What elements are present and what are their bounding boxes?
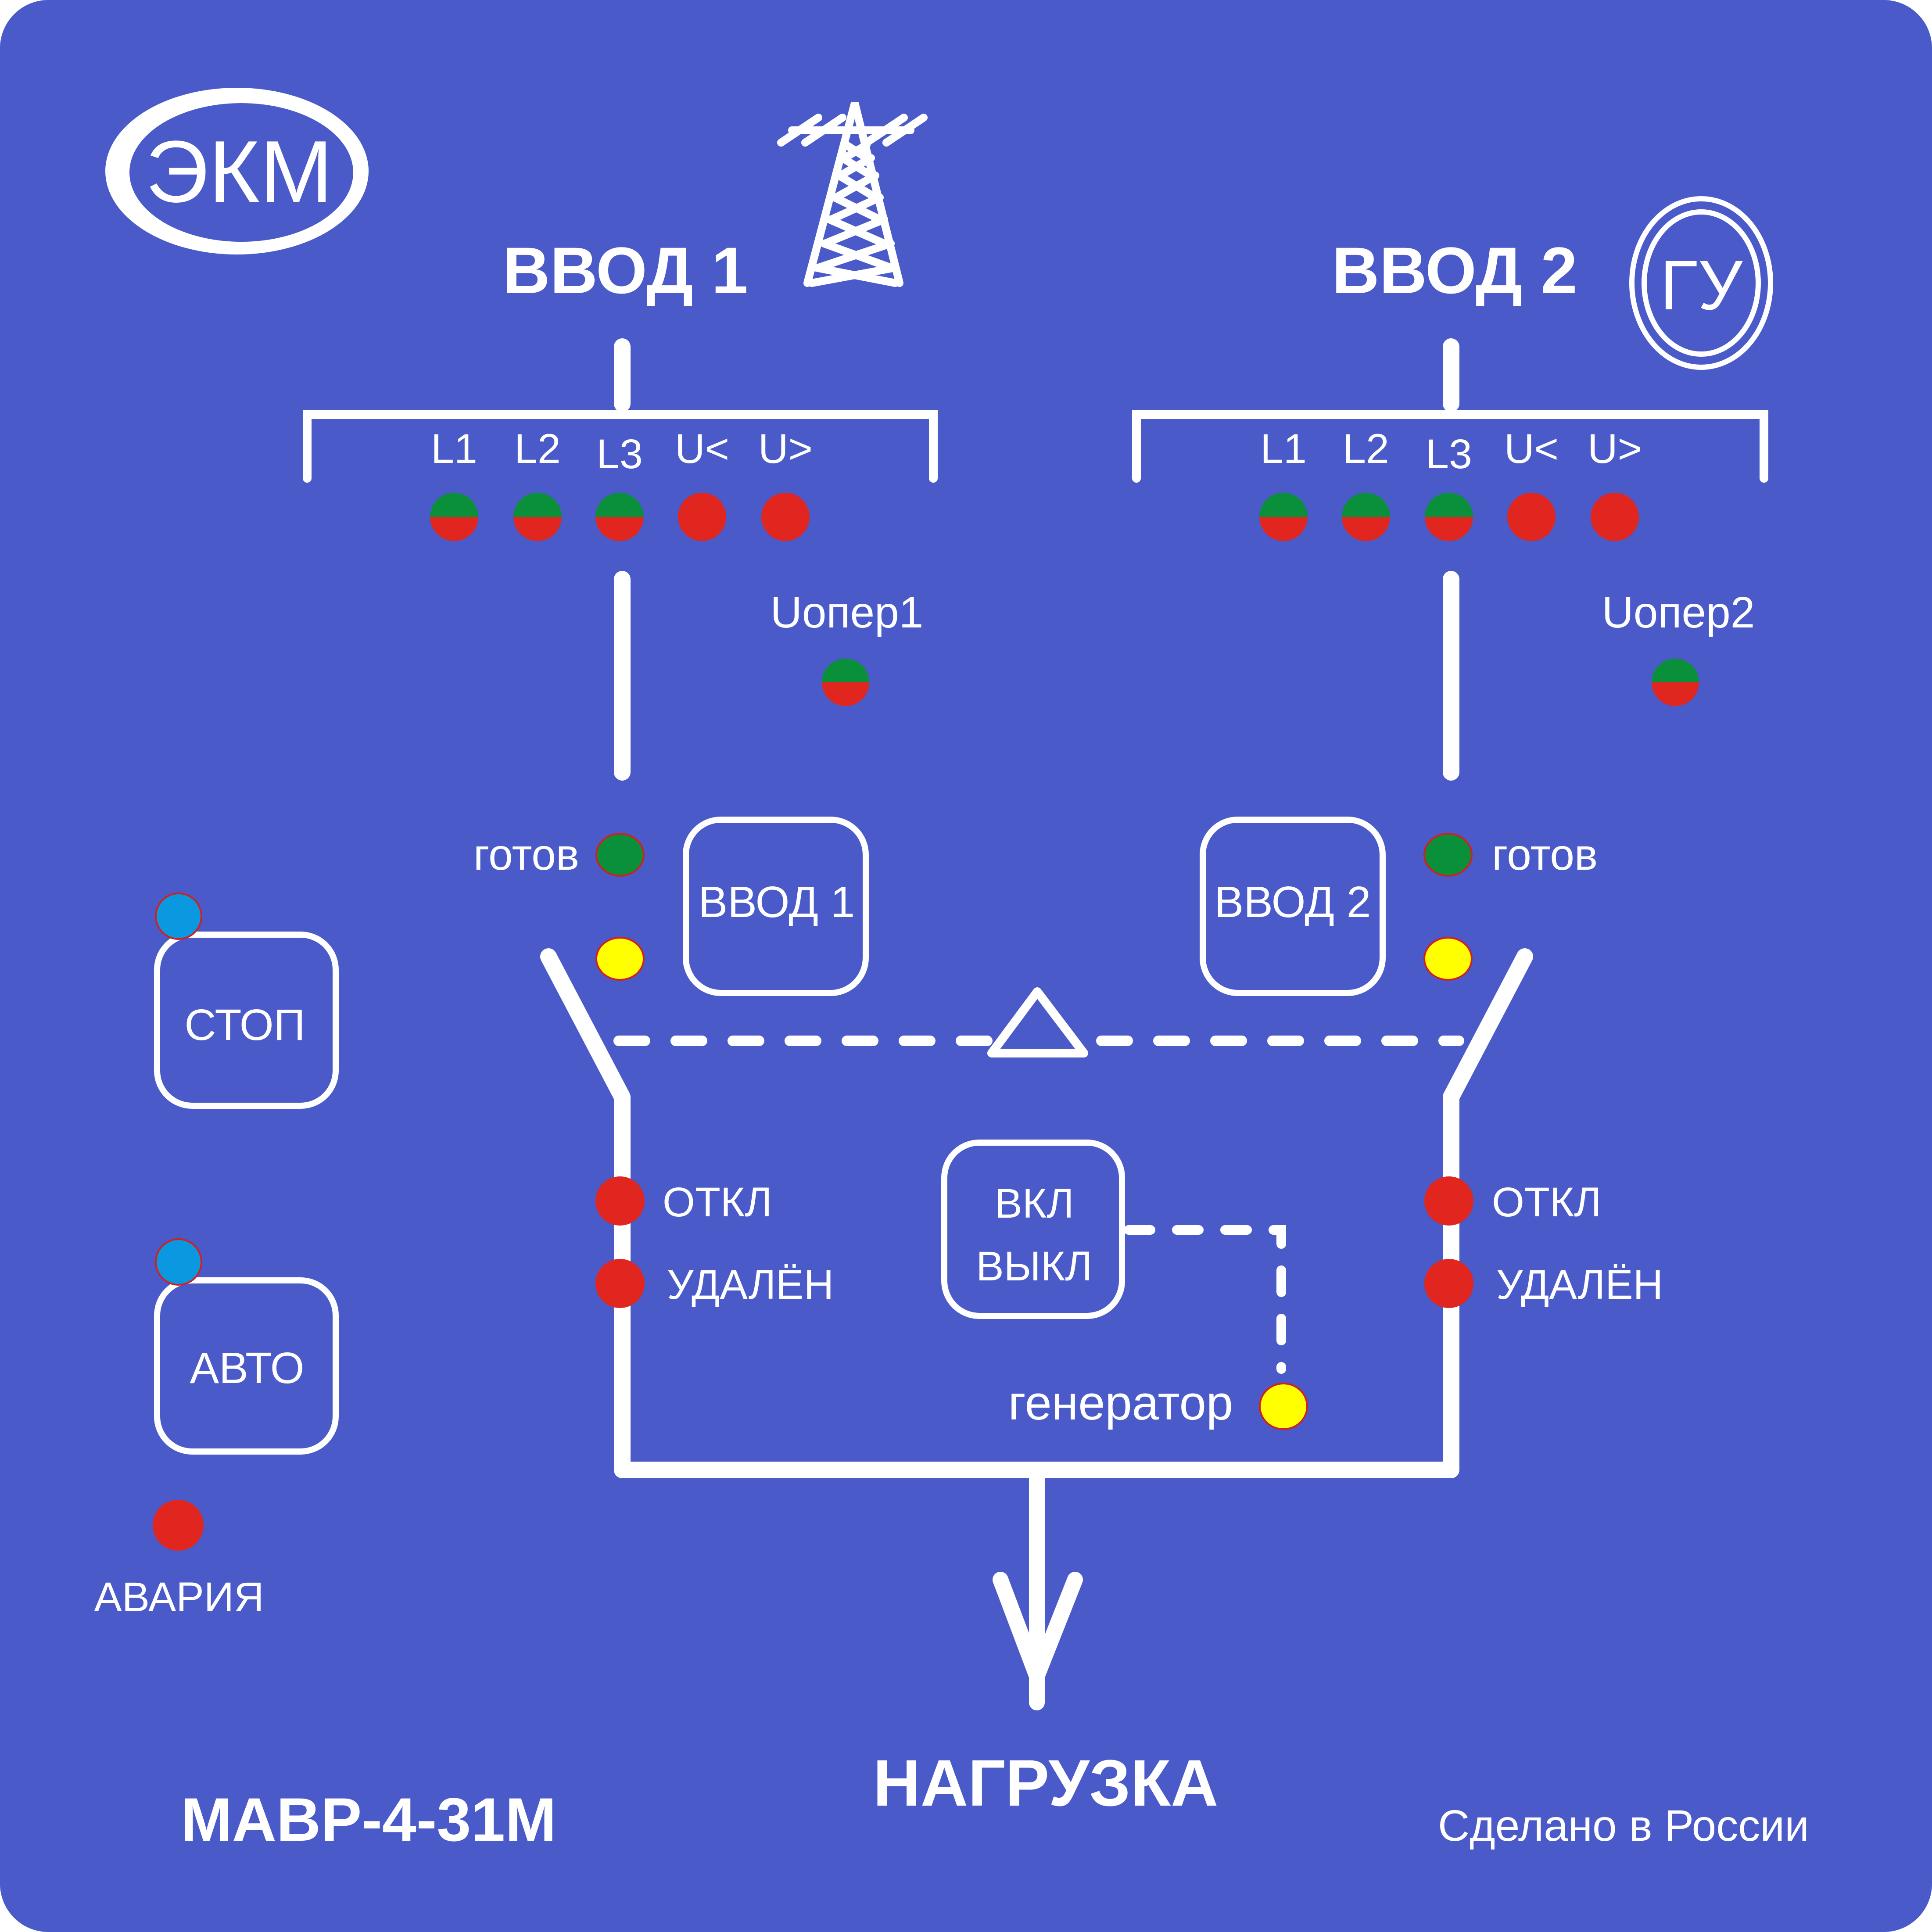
input2-switch-led bbox=[1423, 937, 1473, 981]
input1-phase-led-4 bbox=[678, 493, 726, 541]
input2-select-button[interactable]: ВВОД 2 bbox=[1200, 817, 1386, 996]
stop-button-label: СТОП bbox=[184, 1000, 305, 1050]
input2-ready-label: готов bbox=[1492, 830, 1598, 879]
phase-label-l1: L1 bbox=[431, 426, 477, 472]
input1-switch-led bbox=[595, 937, 645, 981]
auto-button-label: АВТО bbox=[190, 1344, 304, 1393]
generator-label: генератор bbox=[1008, 1376, 1233, 1430]
phase-label-l2: L2 bbox=[1343, 426, 1389, 472]
input1-phase-led-5 bbox=[761, 493, 810, 541]
uoper1-label: Uопер1 bbox=[771, 588, 924, 637]
input1-button-label: ВВОД 1 bbox=[699, 878, 855, 927]
input2-phase-led-4 bbox=[1507, 493, 1556, 541]
input1-bus-bracket bbox=[303, 338, 938, 483]
logo-text: ЭКМ bbox=[146, 123, 333, 221]
input1-removed-label: УДАЛЁН bbox=[667, 1262, 834, 1308]
input1-removed-led bbox=[595, 1259, 645, 1308]
input2-phase-led-3 bbox=[1425, 493, 1473, 541]
input2-phase-led-1 bbox=[1259, 493, 1308, 541]
input2-phase-led-5 bbox=[1591, 493, 1639, 541]
input2-phase-led-2 bbox=[1342, 493, 1390, 541]
generator-on-label: ВКЛ bbox=[994, 1180, 1074, 1227]
stop-led bbox=[155, 893, 202, 940]
phase-label-uover: U> bbox=[1588, 426, 1642, 472]
input1-off-led bbox=[595, 1176, 645, 1226]
uoper1-led-mark bbox=[822, 659, 869, 706]
auto-led bbox=[155, 1238, 202, 1286]
alarm-led bbox=[153, 1500, 204, 1551]
generator-onoff-button[interactable]: ВКЛ ВЫКЛ bbox=[941, 1140, 1125, 1319]
input1-phase-led-3 bbox=[595, 493, 644, 541]
interlock-delta-icon bbox=[987, 987, 1088, 1057]
input1-ready-led bbox=[595, 833, 645, 877]
generator-off-label: ВЫКЛ bbox=[976, 1243, 1092, 1290]
input1-phase-led-1 bbox=[430, 493, 478, 541]
stop-button[interactable]: СТОП bbox=[154, 932, 339, 1109]
input2-off-led bbox=[1424, 1176, 1473, 1226]
generator-control-dashed-line bbox=[1124, 1225, 1286, 1374]
phase-label-uunder: U< bbox=[675, 426, 729, 472]
model-label: МАВР-4-31М bbox=[181, 1785, 556, 1854]
input1-ready-label: готов bbox=[473, 830, 579, 879]
alarm-label: АВАРИЯ bbox=[94, 1574, 264, 1620]
phase-label-l2: L2 bbox=[514, 426, 561, 472]
uoper2-led bbox=[1652, 659, 1699, 706]
input1-title: ВВОД 1 bbox=[502, 233, 748, 307]
phase-label-l3: L3 bbox=[1426, 431, 1472, 477]
phase-label-uunder: U< bbox=[1504, 426, 1559, 472]
input2-phase-indicators: L1 L2 L3 U< U> bbox=[1259, 426, 1642, 541]
ekm-logo: ЭКМ bbox=[105, 88, 369, 254]
input1-phase-led-2 bbox=[513, 493, 562, 541]
uoper2-label: Uопер2 bbox=[1602, 588, 1755, 637]
generator-led bbox=[1259, 1383, 1308, 1430]
load-arrow-icon bbox=[993, 1462, 1083, 1710]
phase-label-uover: U> bbox=[758, 426, 813, 472]
input2-title: ВВОД 2 bbox=[1332, 233, 1577, 307]
load-label: НАГРУЗКА bbox=[873, 1746, 1219, 1820]
interlock-line bbox=[613, 987, 1464, 1057]
phase-label-l1: L1 bbox=[1260, 426, 1307, 472]
input2-removed-led bbox=[1424, 1259, 1473, 1308]
made-in-label: Сделано в России bbox=[1438, 1801, 1809, 1850]
input1-phase-indicators: L1 L2 L3 U< U> bbox=[430, 426, 813, 541]
input2-removed-label: УДАЛЁН bbox=[1496, 1262, 1663, 1308]
generator-icon-text: ГУ bbox=[1660, 246, 1743, 324]
power-tower-icon bbox=[777, 102, 928, 287]
uoper1-led bbox=[822, 659, 869, 706]
input2-off-label: ОТКЛ bbox=[1492, 1179, 1602, 1226]
auto-button[interactable]: АВТО bbox=[154, 1277, 339, 1455]
input2-button-label: ВВОД 2 bbox=[1215, 878, 1371, 927]
input2-bus-bracket bbox=[1132, 338, 1768, 483]
uoper2-led-mark bbox=[1652, 659, 1699, 706]
generator-icon: ГУ bbox=[1629, 196, 1773, 370]
input2-ready-led bbox=[1423, 833, 1473, 877]
input1-select-button[interactable]: ВВОД 1 bbox=[683, 817, 869, 996]
input1-off-label: ОТКЛ bbox=[663, 1179, 772, 1226]
phase-label-l3: L3 bbox=[596, 431, 643, 477]
